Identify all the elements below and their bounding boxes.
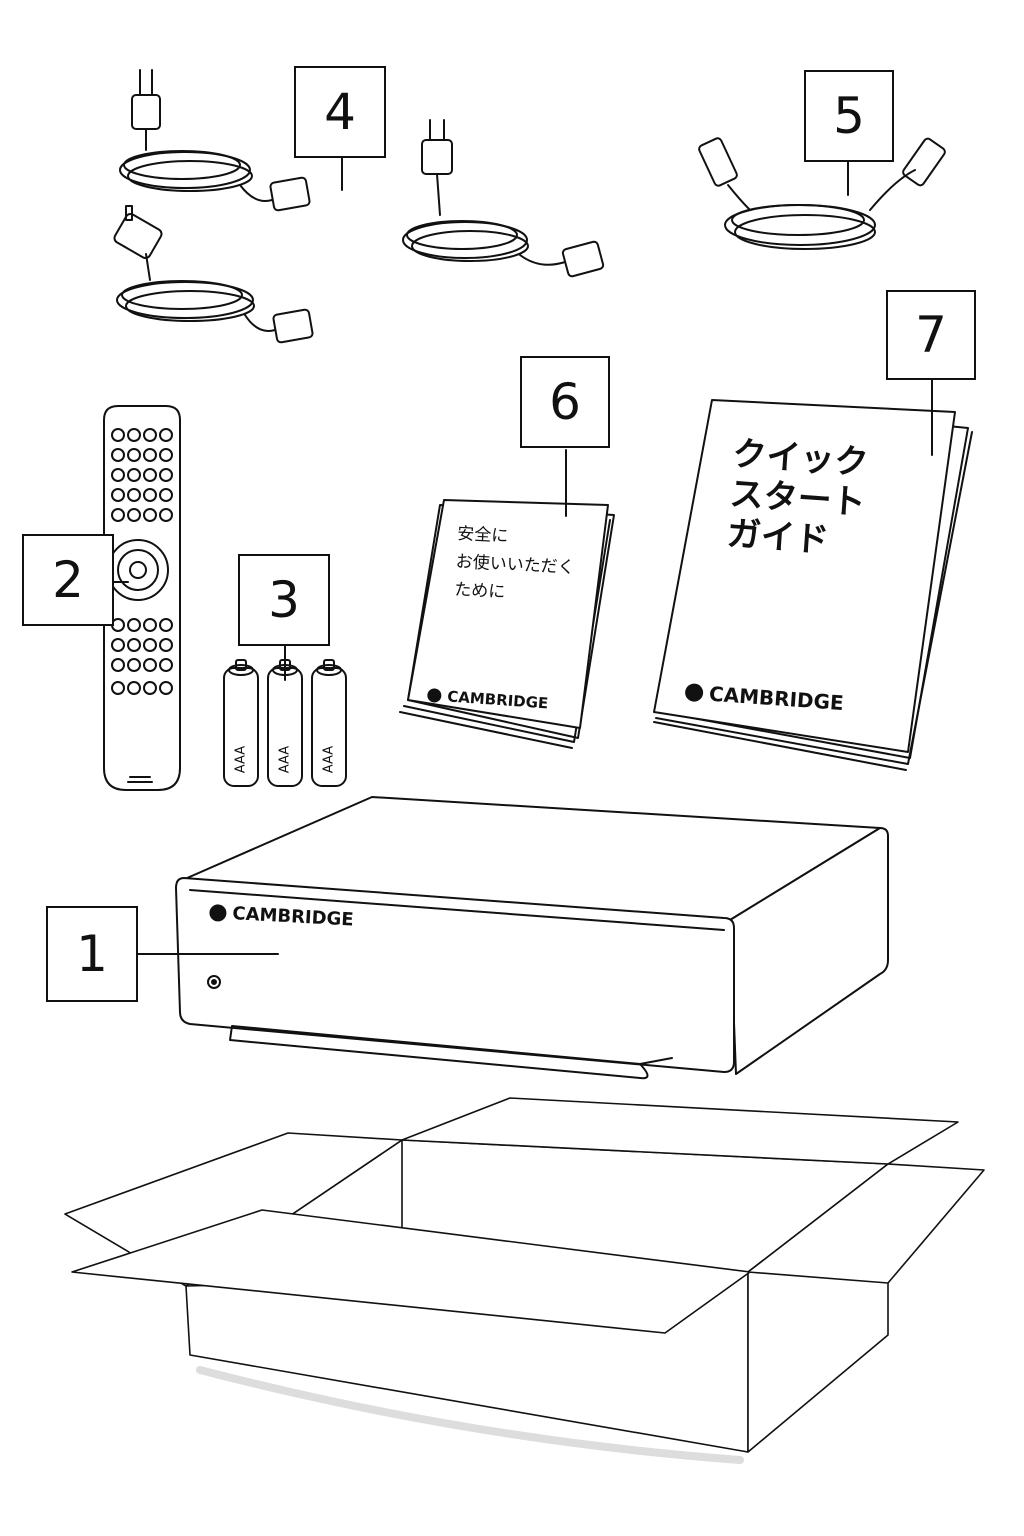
remote-control <box>103 405 181 791</box>
callout-2: 2 <box>22 534 114 626</box>
batteries <box>223 659 347 787</box>
battery-label-2: AAA <box>277 745 293 774</box>
cambridge-logo-icon <box>684 682 704 703</box>
callout-1: 1 <box>46 906 138 1002</box>
quick-start-guide <box>653 399 973 771</box>
cambridge-logo-icon <box>209 903 227 922</box>
remote-buttons-bottom <box>111 618 173 695</box>
amplifier-unit <box>175 796 889 1080</box>
callout-5: 5 <box>804 70 894 162</box>
safety-booklet-title: 安全に お使いいただく ために <box>454 520 577 610</box>
power-cord-uk <box>113 205 314 344</box>
callout-4: 4 <box>294 66 386 158</box>
cardboard-box <box>64 1097 985 1464</box>
safety-booklet <box>399 499 615 749</box>
quick-start-title: クイック スタート ガイド <box>726 434 870 563</box>
callout-7: 7 <box>886 290 976 380</box>
power-button <box>207 975 221 989</box>
battery-label-3: AAA <box>321 745 337 774</box>
callout-3: 3 <box>238 554 330 646</box>
remote-buttons-top <box>111 428 173 522</box>
coax-cable <box>698 137 946 250</box>
power-cord-us <box>402 119 605 278</box>
power-cord-eu <box>119 69 311 212</box>
cambridge-logo-icon <box>426 687 442 703</box>
callout-6: 6 <box>520 356 610 448</box>
battery-label-1: AAA <box>233 745 249 774</box>
